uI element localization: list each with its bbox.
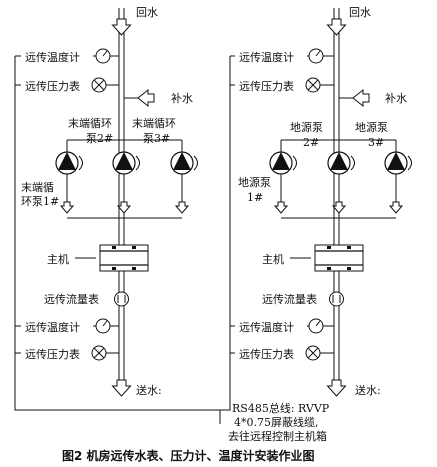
figure-caption: 图2 机房远传水表、压力计、温度计安装作业图: [62, 448, 315, 463]
chiller-right: 主机: [262, 244, 364, 272]
pressure-gauge-top-left: 远传压力表: [15, 77, 119, 93]
pump2-label-right-1: 地源泵: [290, 120, 323, 134]
svg-text:补水: 补水: [385, 92, 407, 105]
svg-text:远传流量表: 远传流量表: [262, 292, 317, 306]
pump3-left: [170, 151, 198, 214]
temp-gauge-top-right: 远传温度计: [230, 48, 334, 64]
return-water-label-left: 回水: [136, 6, 158, 19]
pump3-label-left-2: 泵3#: [143, 132, 170, 145]
pump1-label-right-2: 1#: [247, 191, 263, 204]
makeup-water-inlet-right: 补水: [339, 89, 407, 107]
supply-outflow-arrow-left: [112, 379, 131, 397]
bus-note-line1: RS485总线: RVVP: [232, 401, 330, 415]
pressure-gauge-bottom-right: 远传压力表: [230, 345, 334, 361]
pump3-label-right-2: 3#: [368, 136, 384, 149]
supply-outflow-arrow-right: [327, 379, 346, 397]
left-system: 回水 远传温度计 远传压力表 补水: [14, 6, 220, 411]
svg-text:远传流量表: 远传流量表: [44, 292, 99, 306]
svg-text:远传温度计: 远传温度计: [25, 50, 80, 64]
pump3-label-right-1: 地源泵: [355, 120, 388, 134]
chiller-left: 主机: [47, 244, 149, 272]
svg-text:远传压力表: 远传压力表: [239, 347, 294, 361]
pump3-right: [384, 151, 412, 214]
svg-text:主机: 主机: [47, 252, 69, 266]
svg-text:补水: 补水: [171, 92, 193, 105]
supply-water-label-left: 送水:: [136, 383, 162, 397]
pump3-label-left-1: 末端循环: [132, 116, 176, 130]
svg-text:远传温度计: 远传温度计: [25, 320, 80, 334]
bus-note-line3: 去往远程控制主机箱: [228, 429, 327, 443]
svg-text:主机: 主机: [262, 252, 284, 266]
pump2-label-left-1: 末端循环: [68, 116, 112, 130]
svg-text:远传温度计: 远传温度计: [239, 320, 294, 334]
pump2-label-left-2: 泵2#: [86, 132, 113, 145]
pump2-right: [327, 151, 355, 214]
svg-text:远传温度计: 远传温度计: [239, 50, 294, 64]
svg-text:远传压力表: 远传压力表: [239, 79, 294, 93]
supply-water-label-right: 送水:: [355, 383, 381, 397]
return-inflow-arrow-right: [327, 18, 346, 36]
svg-text:远传压力表: 远传压力表: [25, 347, 80, 361]
flowmeter-right: 远传流量表: [262, 291, 344, 307]
temp-gauge-top-left: 远传温度计: [15, 48, 119, 64]
pump1-label-left-2: 环泵1#: [21, 195, 59, 208]
bus-note-line2: 4*0.75屏蔽线缆,: [234, 415, 319, 429]
rs485-bus-note: RS485总线: RVVP 4*0.75屏蔽线缆, 去往远程控制主机箱: [228, 401, 330, 443]
makeup-water-inlet-left: 补水: [124, 89, 193, 107]
right-system: 回水 远传温度计 远传压力表 补水 地源泵 2#: [220, 6, 412, 411]
pressure-gauge-bottom-left: 远传压力表: [15, 345, 119, 361]
pump1-right: [269, 151, 297, 214]
pump1-label-right-1: 地源泵: [238, 175, 271, 189]
return-water-label-right: 回水: [349, 6, 371, 19]
pressure-gauge-top-right: 远传压力表: [230, 77, 334, 93]
pump2-label-right-2: 2#: [303, 136, 319, 149]
pump1-left: [55, 151, 83, 214]
pump1-label-left-1: 末端循: [21, 180, 54, 194]
return-inflow-arrow-left: [112, 18, 131, 36]
temp-gauge-bottom-right: 远传温度计: [230, 318, 334, 334]
pump2-left: [112, 151, 140, 214]
svg-text:远传压力表: 远传压力表: [25, 79, 80, 93]
flowmeter-left: 远传流量表: [44, 291, 129, 307]
temp-gauge-bottom-left: 远传温度计: [15, 318, 119, 334]
